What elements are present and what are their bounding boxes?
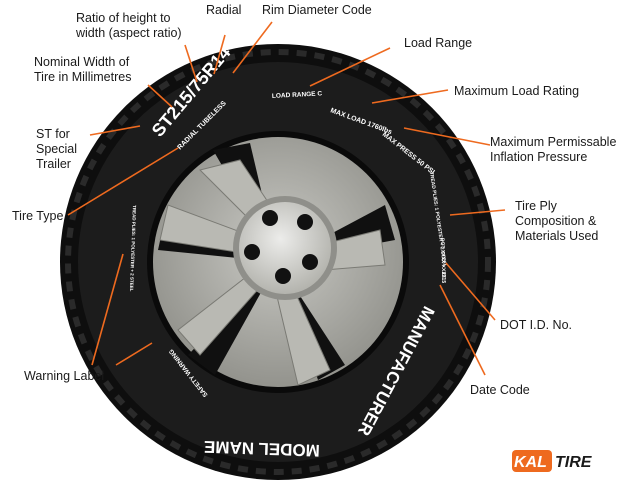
annotation-labels: Ratio of height to width (aspect ratio) … xyxy=(12,3,616,397)
leader-max-load xyxy=(371,89,449,104)
label-nominal-width-line2: Tire in Millimetres xyxy=(34,70,131,84)
label-radial: Radial xyxy=(206,3,241,17)
lug-nut xyxy=(302,254,318,270)
leader-load-range xyxy=(309,47,391,87)
label-ply-line2: Composition & xyxy=(515,214,597,228)
dot-text: DOT XXXX XXXX xyxy=(439,238,446,279)
logo-badge xyxy=(512,450,552,472)
leader-st xyxy=(89,125,141,136)
label-st-line2: Special xyxy=(36,142,77,156)
label-warning: Warning Label xyxy=(24,369,104,383)
label-ratio-line1: Ratio of height to xyxy=(76,11,171,25)
leader-nominal-width xyxy=(147,84,173,108)
label-date-code: Date Code xyxy=(470,383,530,397)
leader-warning-1 xyxy=(91,253,124,366)
lug-nut xyxy=(244,244,260,260)
leader-max-pressure xyxy=(403,127,491,146)
model-name-text: MODEL NAME xyxy=(204,437,320,460)
leader-date-code xyxy=(439,284,486,376)
leader-radial xyxy=(213,34,226,75)
leader-warning-2 xyxy=(115,342,153,366)
label-load-range: Load Range xyxy=(404,36,472,50)
leader-ply xyxy=(449,209,506,216)
leader-ratio xyxy=(184,44,198,83)
label-max-load: Maximum Load Rating xyxy=(454,84,579,98)
lug-nut xyxy=(275,268,291,284)
warning-fine-print: TREAD PLIES: 1 POLYESTER + 2 STEEL xyxy=(129,205,137,292)
label-tire-type: Tire Type xyxy=(12,209,63,223)
label-max-pressure-line2: Inflation Pressure xyxy=(490,150,587,164)
label-nominal-width-line1: Nominal Width of xyxy=(34,55,130,69)
lug-nut xyxy=(262,210,278,226)
leader-lines xyxy=(67,21,506,376)
label-ply-line3: Materials Used xyxy=(515,229,598,243)
label-ratio-line2: width (aspect ratio) xyxy=(75,26,182,40)
logo-tire: TIRE xyxy=(555,454,593,471)
label-st-line1: ST for xyxy=(36,127,70,141)
label-dot: DOT I.D. No. xyxy=(500,318,572,332)
logo-kal: KAL xyxy=(514,454,547,471)
leader-tire-type xyxy=(67,147,179,216)
date-text: 2315 xyxy=(440,272,446,283)
kaltire-logo: KAL TIRE xyxy=(512,450,593,472)
leader-dot xyxy=(445,262,496,321)
label-max-pressure-line1: Maximum Permissable xyxy=(490,135,616,149)
load-range-text: LOAD RANGE C xyxy=(272,90,323,100)
label-ply-line1: Tire Ply xyxy=(515,199,558,213)
leader-rim-diameter xyxy=(232,21,273,74)
label-st-line3: Trailer xyxy=(36,157,71,171)
wheel-rim xyxy=(153,137,403,387)
label-rim-diameter: Rim Diameter Code xyxy=(262,3,372,17)
tread-pattern xyxy=(65,49,491,475)
lug-nut xyxy=(297,214,313,230)
